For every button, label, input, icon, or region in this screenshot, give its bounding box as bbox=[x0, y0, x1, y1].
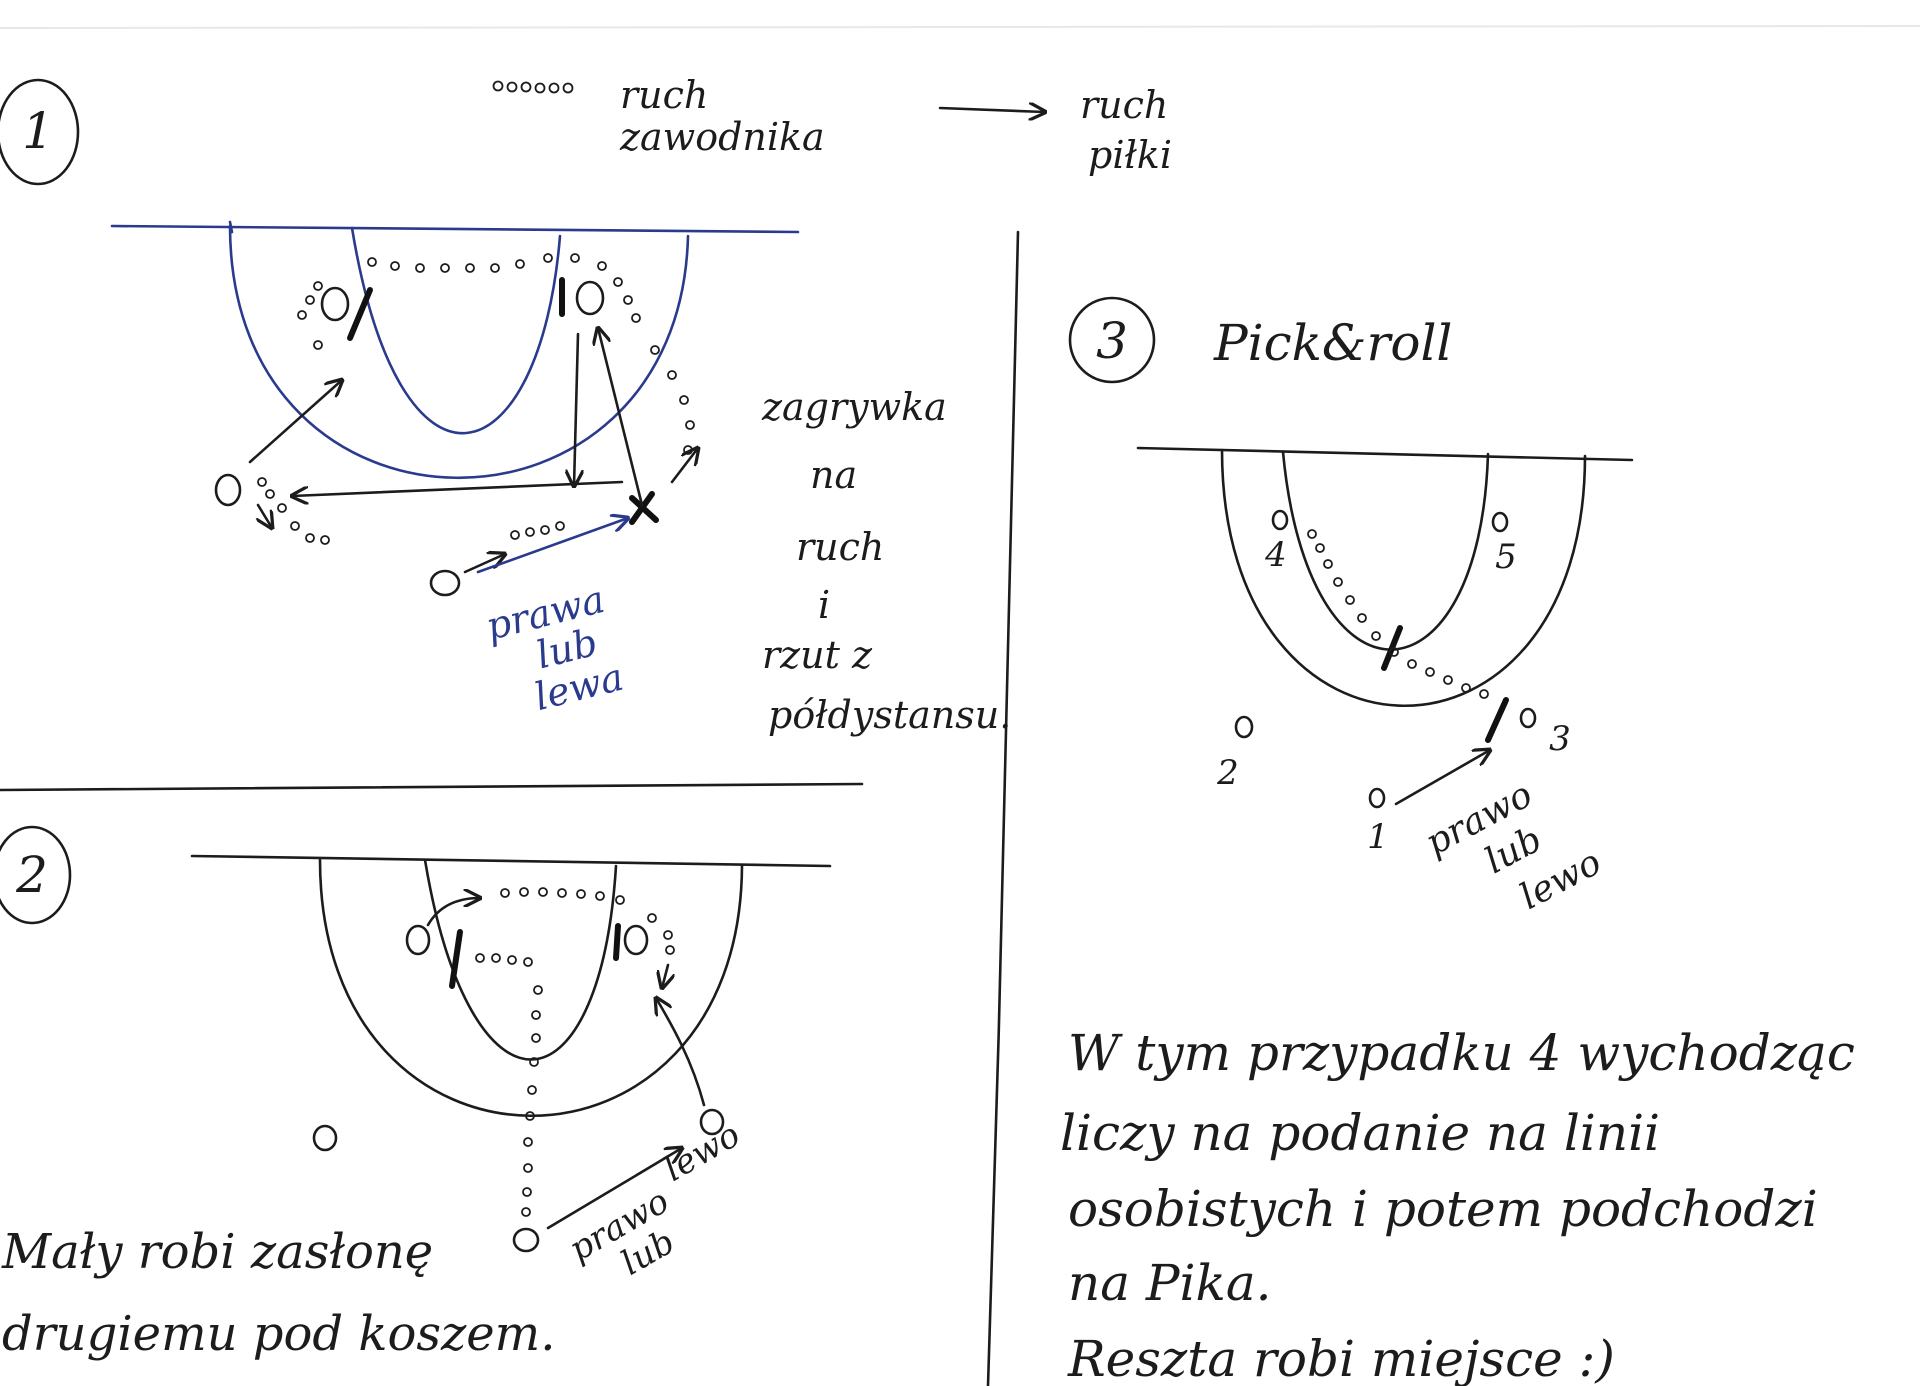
svg-text:3: 3 bbox=[1549, 719, 1571, 759]
play-3: 3 Pick&roll 1 2 3 4 5 bbox=[1060, 296, 1871, 1386]
play-1: 1 bbox=[0, 78, 1011, 737]
legend-dots bbox=[492, 80, 574, 94]
play-3-number: 3 bbox=[1096, 312, 1128, 370]
play-3-number-circle bbox=[1068, 296, 1156, 384]
legend-arrow-label-1: ruch bbox=[1080, 83, 1168, 127]
legend-dots-label-1: ruch bbox=[620, 73, 708, 117]
scan-edge bbox=[0, 25, 1920, 29]
svg-text:4: 4 bbox=[1264, 535, 1287, 575]
play-3-pass-label: prawo lub lewo bbox=[1419, 760, 1608, 945]
legend-arrow-label-2: piłki bbox=[1088, 133, 1172, 177]
play-3-player-paths bbox=[1307, 529, 1490, 806]
play-1-player-paths bbox=[258, 253, 698, 574]
svg-text:1: 1 bbox=[1367, 817, 1389, 857]
play-2-number-circle bbox=[0, 825, 72, 925]
play-3-screens bbox=[1381, 625, 1509, 743]
play-3-title: Pick&roll bbox=[1213, 314, 1452, 372]
play-2-players bbox=[312, 924, 725, 1253]
play-2-pass-label: prawo lub lewo bbox=[552, 1115, 777, 1303]
separator-vertical bbox=[986, 230, 1020, 1386]
play-1-pass-label: prawa lub lewa bbox=[482, 574, 640, 726]
legend-arrow bbox=[938, 108, 1045, 112]
play-1-passes bbox=[248, 328, 644, 574]
play-1-players bbox=[214, 280, 605, 597]
separator-horizontal bbox=[0, 782, 864, 792]
legend-dots-label-2: zawodnika bbox=[619, 115, 825, 159]
play-1-note: zagrywka na ruch i rzut z półdystansu. bbox=[761, 385, 1011, 737]
svg-text:2: 2 bbox=[1216, 753, 1239, 793]
play-2-player-paths bbox=[426, 887, 706, 1230]
play-1-court bbox=[110, 220, 800, 480]
play-2: 2 bbox=[0, 825, 832, 1362]
play-1-number: 1 bbox=[22, 102, 54, 160]
play-3-caption: W tym przypadku 4 wychodząc liczy na pod… bbox=[1060, 1024, 1871, 1386]
legend: ruch zawodnika ruch piłki bbox=[492, 73, 1172, 177]
play-1-number-circle bbox=[0, 78, 80, 186]
play-2-court bbox=[190, 854, 832, 1118]
play-3-player-labels: 1 2 3 4 5 bbox=[1216, 535, 1571, 857]
play-2-number: 2 bbox=[15, 846, 48, 904]
play-2-caption: Mały robi zasłonę drugiemu pod koszem. bbox=[1, 1224, 555, 1362]
play-2-screens bbox=[449, 923, 621, 989]
play-1-screens bbox=[347, 277, 659, 525]
play-3-players bbox=[1234, 509, 1537, 809]
svg-text:5: 5 bbox=[1495, 537, 1517, 577]
